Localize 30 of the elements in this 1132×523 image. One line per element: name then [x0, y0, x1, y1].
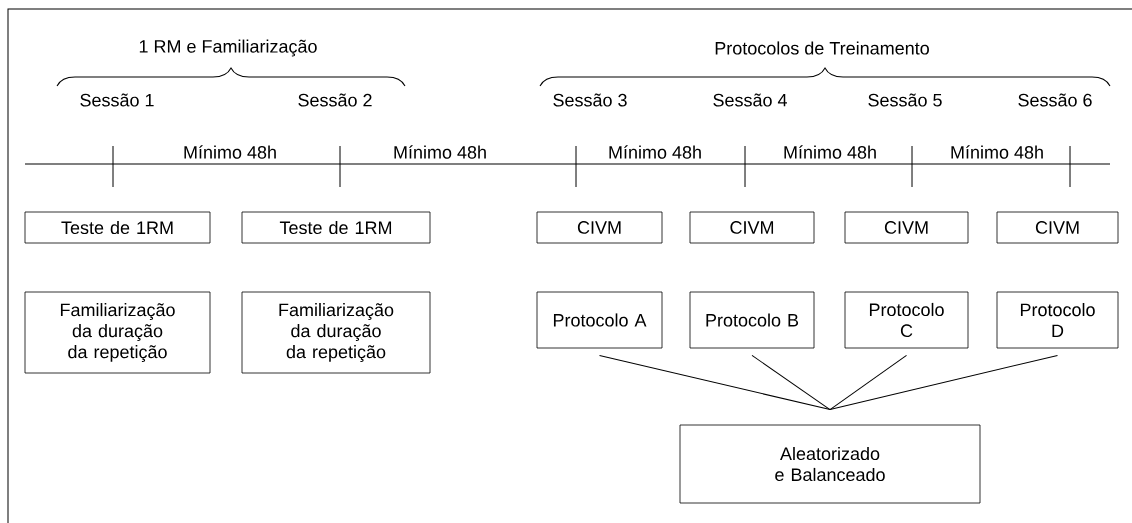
text-box: CIVM: [689, 211, 815, 244]
text-box: Protocolo D: [996, 291, 1119, 349]
text-box: Teste de 1RM: [241, 211, 431, 244]
text-box: Protocolo B: [689, 291, 815, 349]
text-box: Protocolo C: [844, 291, 969, 349]
label: Sessão 4: [713, 93, 787, 107]
text-box: Aleatorizado e Balanceado: [679, 424, 981, 504]
connector-line: [829, 354, 907, 411]
label: Mínimo 48h: [784, 145, 876, 159]
text-box: CIVM: [536, 211, 663, 244]
label: Sessão 5: [868, 93, 942, 107]
text-box: CIVM: [844, 211, 969, 244]
label: Mínimo 48h: [394, 145, 486, 159]
label: Mínimo 48h: [184, 145, 276, 159]
label: Sessão 2: [298, 93, 372, 107]
label: Mínimo 48h: [951, 145, 1043, 159]
text-box: Teste de 1RM: [24, 211, 211, 244]
label: Protocolos de Treinamento: [715, 41, 929, 55]
text-box: Protocolo A: [536, 291, 663, 349]
label: Sessão 3: [553, 93, 627, 107]
connector-line: [751, 354, 831, 411]
label: Mínimo 48h: [609, 145, 701, 159]
text-box: Familiarização da duração da repetição: [24, 291, 211, 374]
label: 1 RM e Familiarização: [139, 39, 317, 57]
label: Sessão 1: [80, 93, 154, 107]
text-box: Familiarização da duração da repetição: [241, 291, 431, 374]
connector-line: [829, 354, 1058, 411]
connector-line: [599, 354, 831, 411]
text-box: CIVM: [996, 211, 1119, 244]
label: Sessão 6: [1018, 93, 1092, 107]
